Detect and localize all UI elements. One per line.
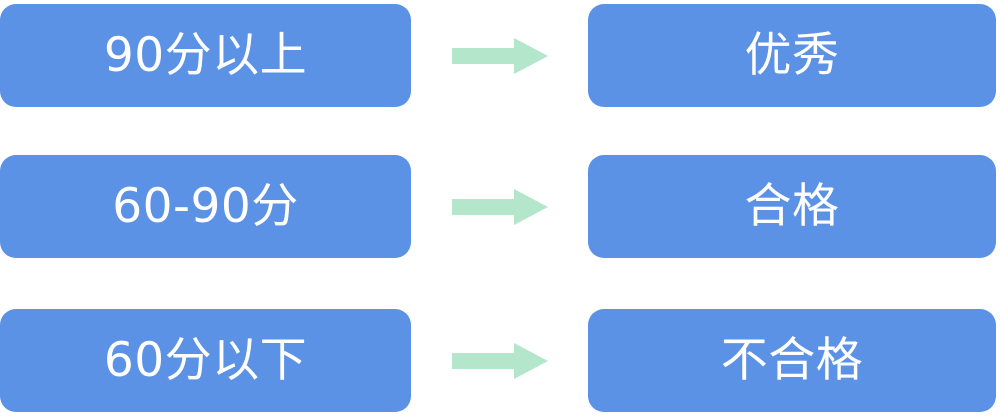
result-node-2[interactable]: 合格	[588, 155, 996, 258]
condition-node-1[interactable]: 90分以上	[0, 4, 411, 107]
flow-arrow-1	[451, 4, 549, 107]
flow-row: 90分以上 优秀	[0, 3, 1000, 108]
condition-node-3[interactable]: 60分以下	[0, 309, 411, 412]
condition-node-2-label: 60-90分	[112, 179, 299, 234]
flow-arrow-3	[451, 309, 549, 412]
condition-node-3-label: 60分以下	[103, 333, 308, 388]
result-node-1-label: 优秀	[744, 28, 840, 83]
flow-arrow-2	[451, 155, 549, 258]
right-arrow-icon	[452, 188, 548, 225]
result-node-3-label: 不合格	[720, 333, 864, 388]
flow-row: 60分以下 不合格	[0, 308, 1000, 413]
result-node-3[interactable]: 不合格	[588, 309, 996, 412]
result-node-1[interactable]: 优秀	[588, 4, 996, 107]
flow-row: 60-90分 合格	[0, 154, 1000, 259]
condition-node-2[interactable]: 60-90分	[0, 155, 411, 258]
right-arrow-icon	[452, 37, 548, 74]
right-arrow-icon	[452, 342, 548, 379]
result-node-2-label: 合格	[744, 179, 840, 234]
condition-node-1-label: 90分以上	[103, 28, 308, 83]
